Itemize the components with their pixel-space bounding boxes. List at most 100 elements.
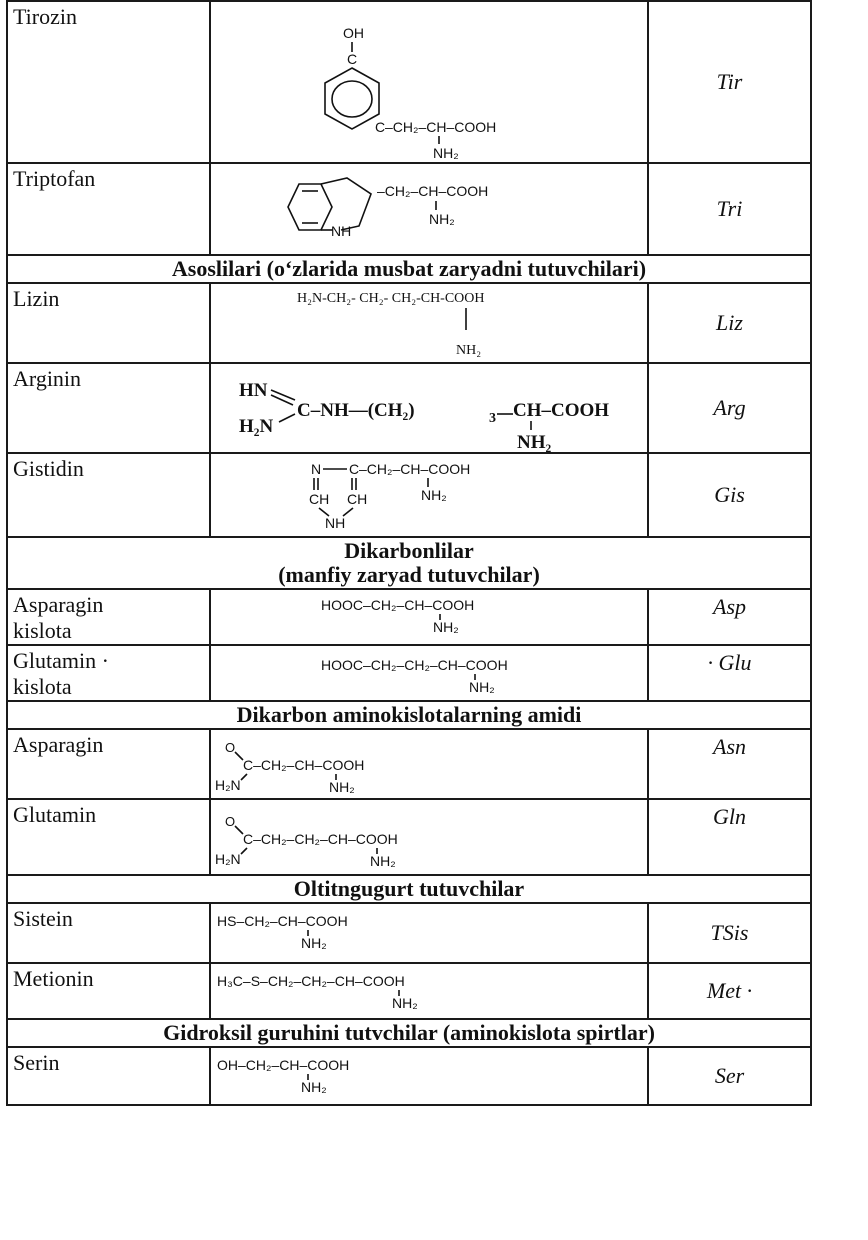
table-row: Lizin H₂N-CH₂- CH₂- CH₂-CH-COOH NH₂ Liz: [6, 282, 812, 364]
serin-formula: OH–CH₂–CH–COOH NH₂: [217, 1057, 349, 1095]
formula-text: H₂N: [239, 416, 273, 437]
structural-formula: H₂N-CH₂- CH₂- CH₂-CH-COOH NH₂: [209, 282, 649, 364]
amino-acid-name: Arginin: [6, 362, 211, 454]
formula-text: –CH₂–CH–COOH: [385, 119, 496, 135]
triptofan-formula: NH –CH₂–CH–COOH NH₂: [287, 177, 488, 239]
structural-formula: OH C C –CH₂–CH–COOH NH₂: [209, 0, 649, 164]
formula-text: NH₂: [392, 995, 418, 1011]
table-row: Oltitngugurt tutuvchilar: [6, 874, 812, 904]
formula-text: H₂N: [215, 777, 241, 793]
sistein-formula: HS–CH₂–CH–COOH NH₂: [217, 913, 348, 951]
table-row: Glutamin · kislota HOOC–CH₂–CH₂–CH–COOH …: [6, 644, 812, 702]
lizin-formula: H₂N-CH₂- CH₂- CH₂-CH-COOH NH₂: [297, 291, 485, 358]
asparagin-kislota-formula: HOOC–CH₂–CH–COOH NH₂: [321, 597, 474, 635]
amino-acid-abbreviation: TSis: [647, 902, 812, 964]
formula-text: OH: [343, 25, 364, 41]
amino-acid-abbreviation: Tri: [647, 162, 812, 256]
amino-acid-table: Tirozin OH C C –CH₂–CH–COOH NH₂ Tir Trip…: [6, 0, 812, 1106]
amino-acid-name: Tirozin: [6, 0, 211, 164]
structural-formula: NH –CH₂–CH–COOH NH₂: [209, 162, 649, 256]
formula-text: NH₂: [301, 935, 327, 951]
section-heading: Asoslilari (o‘zlarida musbat zaryadni tu…: [6, 254, 812, 284]
formula-text: NH₂: [456, 343, 481, 358]
amino-acid-abbreviation: Asp: [647, 588, 812, 646]
metionin-formula: H₃C–S–CH₂–CH₂–CH–COOH NH₂: [217, 973, 418, 1011]
amino-acid-name: Asparagin: [6, 728, 211, 800]
formula-text: 3: [489, 411, 496, 426]
formula-text: N: [311, 461, 321, 477]
amino-acid-name: Glutamin · kislota: [6, 644, 211, 702]
amino-acid-name: Asparagin kislota: [6, 588, 211, 646]
formula-text: NH₂: [433, 145, 459, 161]
formula-text: C: [349, 461, 359, 477]
table-row: Dikarbonlilar (manfiy zaryad tutuvchilar…: [6, 536, 812, 590]
formula-text: O: [225, 814, 235, 829]
table-row: Gidroksil guruhini tutvchilar (aminokisl…: [6, 1018, 812, 1048]
formula-text: NH₂: [421, 487, 447, 503]
amino-acid-name: Serin: [6, 1046, 211, 1106]
formula-text: NH₂: [517, 432, 552, 452]
asparagin-formula: O C–CH₂–CH–COOH H₂N NH₂: [215, 740, 364, 795]
amino-acid-abbreviation: Gis: [647, 452, 812, 538]
amino-acid-abbreviation: · Glu: [647, 644, 812, 702]
formula-text: C–NH—(CH₂): [297, 400, 415, 421]
table-row: Serin OH–CH₂–CH–COOH NH₂ Ser: [6, 1046, 812, 1106]
table-row: Arginin HN H₂N C–NH—(CH₂) 3 CH–COOH NH₂ …: [6, 362, 812, 454]
amino-acid-name: Sistein: [6, 902, 211, 964]
table-row: Sistein HS–CH₂–CH–COOH NH₂ TSis: [6, 902, 812, 964]
amino-acid-name: Triptofan: [6, 162, 211, 256]
formula-text: HOOC–CH₂–CH₂–CH–COOH: [321, 657, 508, 673]
formula-text: H₂N: [215, 851, 241, 867]
structural-formula: HN H₂N C–NH—(CH₂) 3 CH–COOH NH₂: [209, 362, 649, 454]
formula-text: C: [375, 119, 385, 135]
formula-text: HS–CH₂–CH–COOH: [217, 913, 348, 929]
formula-text: CH: [309, 491, 329, 507]
table-row: Asoslilari (o‘zlarida musbat zaryadni tu…: [6, 254, 812, 284]
formula-text: CH–COOH: [513, 400, 609, 421]
amino-acid-abbreviation: Gln: [647, 798, 812, 876]
section-heading: Gidroksil guruhini tutvchilar (aminokisl…: [6, 1018, 812, 1048]
formula-text: NH₂: [329, 779, 355, 795]
structural-formula: O C–CH₂–CH–COOH H₂N NH₂: [209, 728, 649, 800]
glutamin-kislota-formula: HOOC–CH₂–CH₂–CH–COOH NH₂: [321, 657, 508, 695]
amino-acid-abbreviation: Met ·: [647, 962, 812, 1020]
structural-formula: OH–CH₂–CH–COOH NH₂: [209, 1046, 649, 1106]
formula-text: NH₂: [370, 853, 396, 869]
amino-acid-abbreviation: Tir: [647, 0, 812, 164]
formula-text: H₂N-CH₂- CH₂- CH₂-CH-COOH: [297, 291, 485, 306]
table-row: Dikarbon aminokislotalarning amidi: [6, 700, 812, 730]
name-line: kislota: [13, 674, 72, 699]
structural-formula: H₃C–S–CH₂–CH₂–CH–COOH NH₂: [209, 962, 649, 1020]
table-row: Asparagin kislota HOOC–CH₂–CH–COOH NH₂ A…: [6, 588, 812, 646]
formula-text: HOOC–CH₂–CH–COOH: [321, 597, 474, 613]
formula-text: NH₂: [433, 619, 459, 635]
formula-text: –CH₂–CH–COOH: [359, 461, 470, 477]
table-row: Glutamin O C–CH₂–CH₂–CH–COOH H₂N NH₂ Gln: [6, 798, 812, 876]
formula-text: CH: [347, 491, 367, 507]
formula-text: NH₂: [301, 1079, 327, 1095]
tirozin-formula: OH C C –CH₂–CH–COOH NH₂: [324, 25, 496, 161]
section-heading-line: Dikarbonlilar: [344, 538, 474, 563]
gistidin-formula: N C –CH₂–CH–COOH NH₂ CH CH NH: [309, 461, 470, 531]
formula-text: –CH₂–CH–COOH: [377, 183, 488, 199]
structural-formula: HOOC–CH₂–CH₂–CH–COOH NH₂: [209, 644, 649, 702]
formula-text: NH: [325, 515, 345, 531]
amino-acid-abbreviation: Liz: [647, 282, 812, 364]
table-row: Tirozin OH C C –CH₂–CH–COOH NH₂ Tir: [6, 0, 812, 164]
amino-acid-abbreviation: Asn: [647, 728, 812, 800]
structural-formula: HS–CH₂–CH–COOH NH₂: [209, 902, 649, 964]
formula-text: NH₂: [429, 211, 455, 227]
amino-acid-name: Glutamin: [6, 798, 211, 876]
arginin-formula: HN H₂N C–NH—(CH₂) 3 CH–COOH NH₂: [239, 380, 609, 452]
table-row: Gistidin N C –CH₂–CH–COOH NH₂ CH CH NH G…: [6, 452, 812, 538]
table-row: Metionin H₃C–S–CH₂–CH₂–CH–COOH NH₂ Met ·: [6, 962, 812, 1020]
structural-formula: N C –CH₂–CH–COOH NH₂ CH CH NH: [209, 452, 649, 538]
amino-acid-name: Gistidin: [6, 452, 211, 538]
amino-acid-name: Metionin: [6, 962, 211, 1020]
formula-text: H₃C–S–CH₂–CH₂–CH–COOH: [217, 973, 405, 989]
formula-text: HN: [239, 380, 268, 401]
section-heading-line: (manfiy zaryad tutuvchilar): [278, 562, 540, 587]
formula-text: C: [347, 51, 357, 67]
formula-text: NH: [331, 223, 351, 239]
